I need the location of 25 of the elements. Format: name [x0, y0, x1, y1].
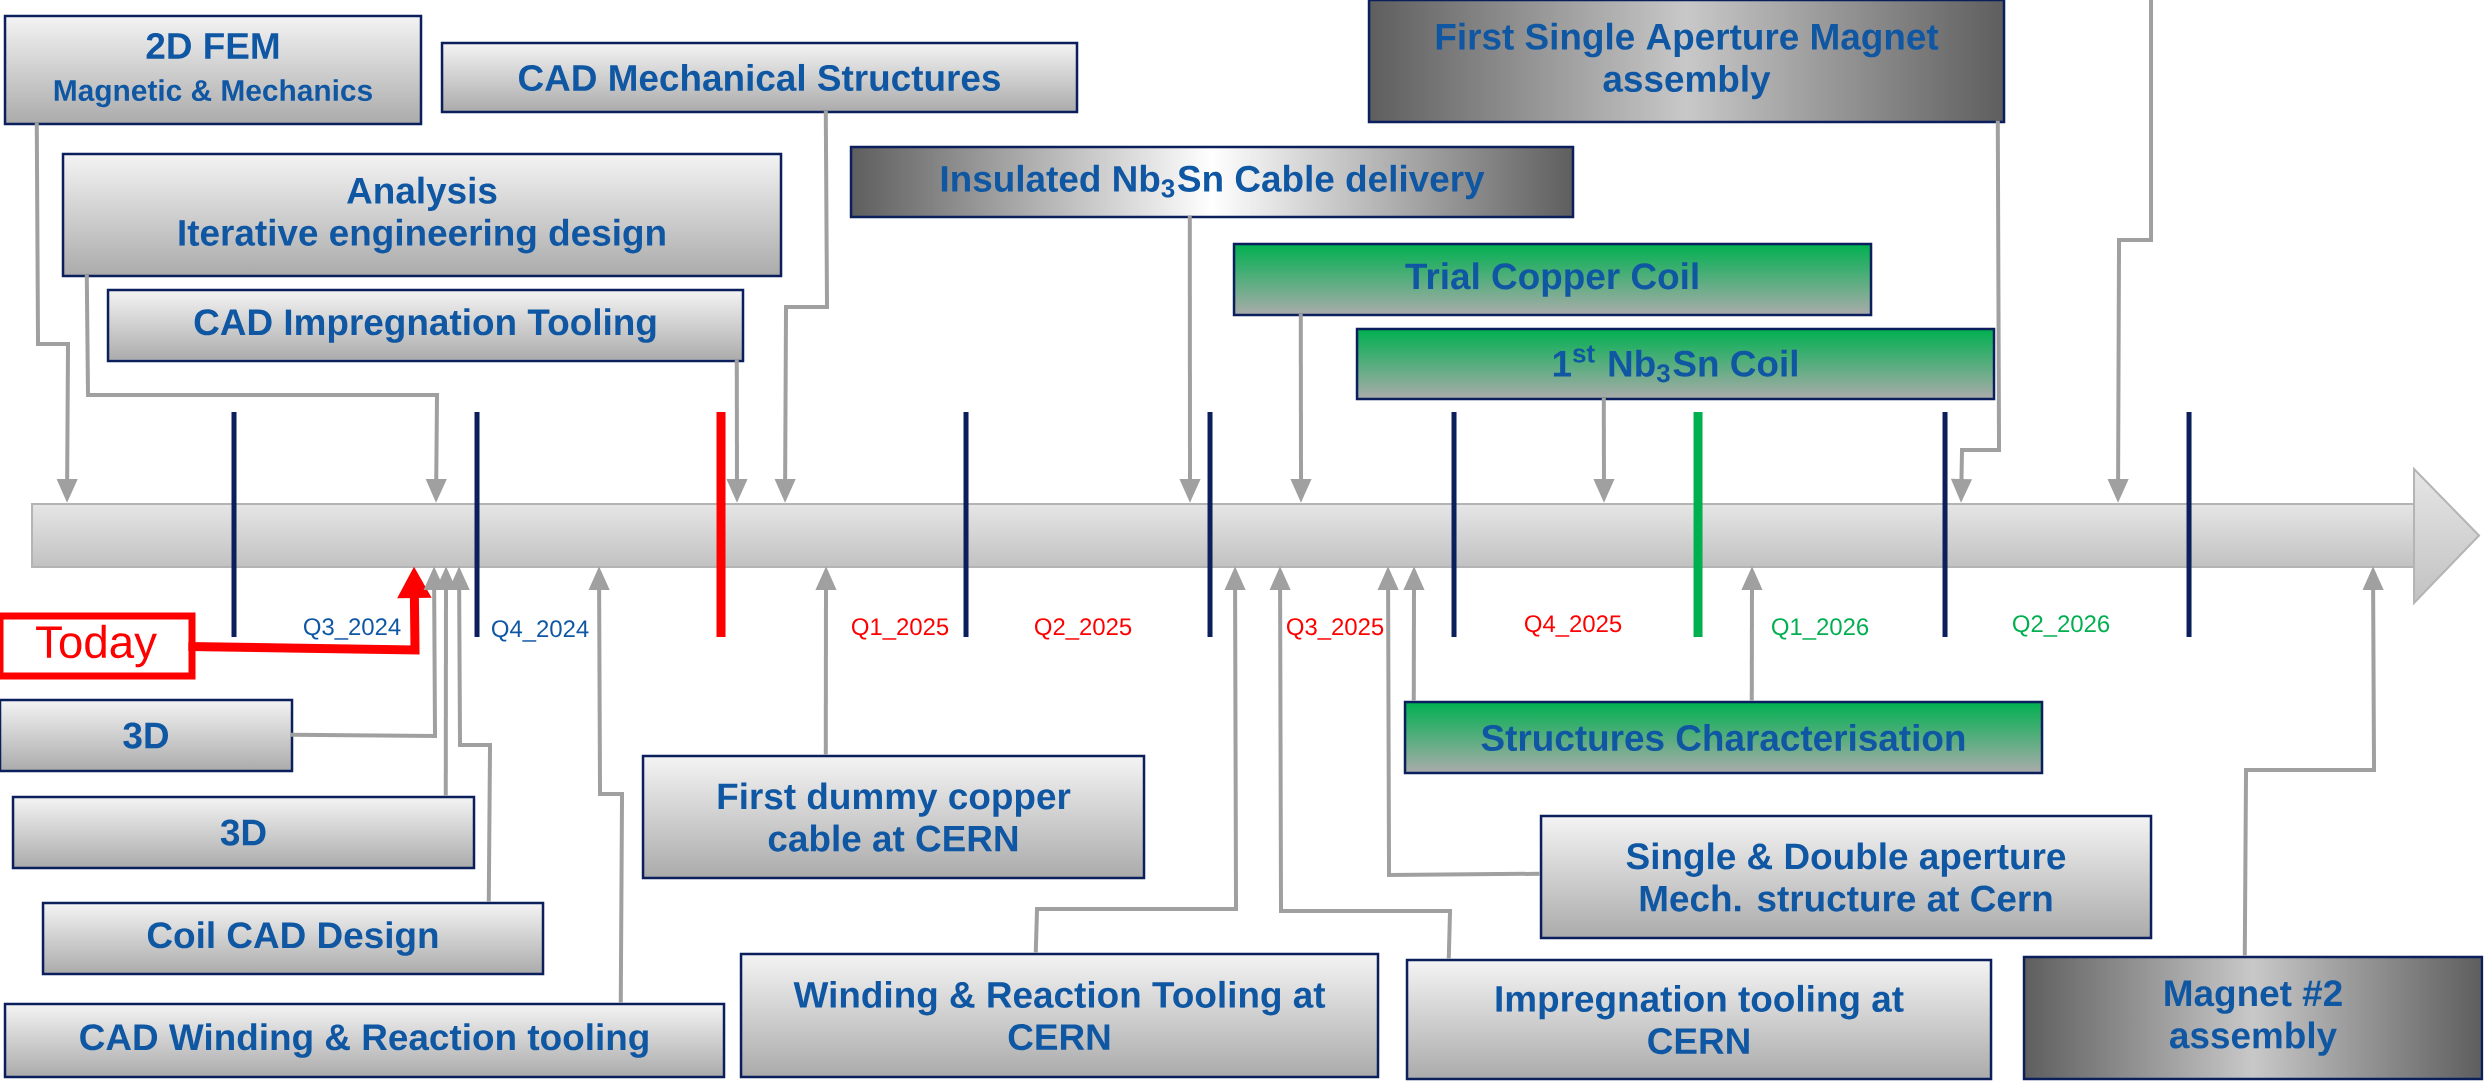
quarter-label: Q3_2025 — [1287, 618, 1384, 640]
task-box: CAD Mechanical Structures — [440, 41, 1079, 114]
task-box: Impregnation tooling at CERN — [1405, 958, 1993, 1081]
task-box: 3D — [0, 698, 294, 773]
quarter-label: Q4_2025 — [1525, 615, 1622, 637]
task-box: CAD Impregnation Tooling — [106, 288, 745, 363]
milestone-box: 1$^{st}$ Nb$_{3}$Sn Coil — [1355, 327, 1996, 401]
milestone-box: Magnet #2 assembly — [2022, 955, 2484, 1081]
task-box: 3D — [11, 795, 476, 870]
quarter-label: Q2_2026 — [2013, 615, 2110, 637]
today-box: Today — [0, 612, 196, 680]
milestone-box: Structures Characterisation — [1403, 700, 2044, 775]
task-box: 2D FEM Magnetic & Mechanics — [3, 14, 423, 126]
task-box: CAD Winding & Reaction tooling — [3, 1002, 726, 1079]
delivery-box: Insulated Nb$_{3}$Sn Cable delivery — [849, 145, 1575, 219]
quarter-label: Q3_2024 — [304, 618, 401, 640]
quarter-label: Q4_2024 — [492, 620, 589, 642]
task-box: First dummy copper cable at CERN — [641, 754, 1146, 880]
task-box: Analysis Iterative engineering design — [61, 152, 783, 278]
task-box: Winding & Reaction Tooling at CERN — [739, 952, 1380, 1079]
milestone-box: Trial Copper Coil — [1232, 242, 1873, 317]
task-box: Coil CAD Design — [41, 901, 545, 976]
task-box: Single & Double aperture Mech. structure at Cern — [1539, 814, 2153, 940]
milestone-box: First Single Aperture Magnet assembly — [1367, 0, 2006, 124]
quarter-label: Q1_2026 — [1772, 618, 1869, 640]
